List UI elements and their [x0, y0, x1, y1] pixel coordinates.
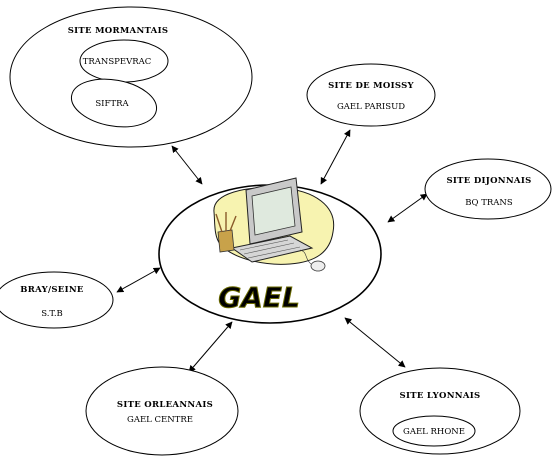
- member-gael-rhone: GAEL RHONE: [403, 427, 465, 437]
- computer-clipart-icon: [213, 177, 335, 272]
- site-bray-ellipse: [0, 271, 114, 329]
- center-node: GAEL: [158, 177, 382, 324]
- edge-center-mormantais: [171, 145, 203, 185]
- member-siftra-ellipse: [70, 78, 158, 128]
- member-transpevrac: TRANSPEVRAC: [83, 57, 152, 67]
- site-dijonnais-title: SITE DIJONNAIS: [446, 176, 531, 186]
- site-bray: BRAY/SEINE S.T.B: [0, 271, 114, 329]
- edge-center-bray: [116, 267, 161, 293]
- site-bray-title: BRAY/SEINE: [20, 285, 84, 295]
- site-lyonnais: SITE LYONNAIS GAEL RHONE: [359, 367, 521, 455]
- keyboard: [230, 235, 314, 263]
- edge-center-moissy: [320, 129, 351, 185]
- pencils: [215, 212, 237, 233]
- site-dijonnais-ellipse: [424, 158, 552, 220]
- mouse-cable: [299, 249, 312, 265]
- site-orleannais: SITE ORLEANNAIS GAEL CENTRE: [85, 366, 239, 456]
- site-moissy-title: SITE DE MOISSY: [328, 81, 414, 91]
- member-siftra: SIFTRA: [95, 99, 129, 109]
- edge-center-lyonnais: [344, 317, 406, 368]
- pencil-cup: [217, 229, 235, 253]
- member-stb: S.T.B: [41, 309, 63, 319]
- site-lyonnais-title: SITE LYONNAIS: [400, 391, 481, 401]
- gael-label: GAEL: [218, 281, 300, 314]
- site-dijonnais: SITE DIJONNAIS BQ TRANS: [424, 158, 552, 220]
- edge-center-dijonnais: [387, 193, 428, 223]
- site-orleannais-title: SITE ORLEANNAIS: [117, 400, 213, 410]
- monitor-screen: [251, 186, 296, 236]
- edge-center-orleannais: [188, 321, 233, 373]
- member-gael-centre: GAEL CENTRE: [127, 415, 193, 425]
- member-gael-rhone-ellipse: [392, 415, 476, 447]
- site-moissy-ellipse: [306, 63, 436, 127]
- site-mormantais: SITE MORMANTAIS TRANSPEVRAC SIFTRA: [9, 6, 253, 148]
- site-mormantais-title: SITE MORMANTAIS: [68, 26, 169, 36]
- member-bq-trans: BQ TRANS: [465, 198, 513, 208]
- keyboard-keys: [239, 239, 301, 259]
- site-orleannais-ellipse: [85, 366, 239, 456]
- site-moissy: SITE DE MOISSY GAEL PARISUD: [306, 63, 436, 127]
- mouse: [310, 260, 326, 272]
- member-gael-parisud: GAEL PARISUD: [337, 102, 405, 112]
- connectors: [116, 129, 428, 373]
